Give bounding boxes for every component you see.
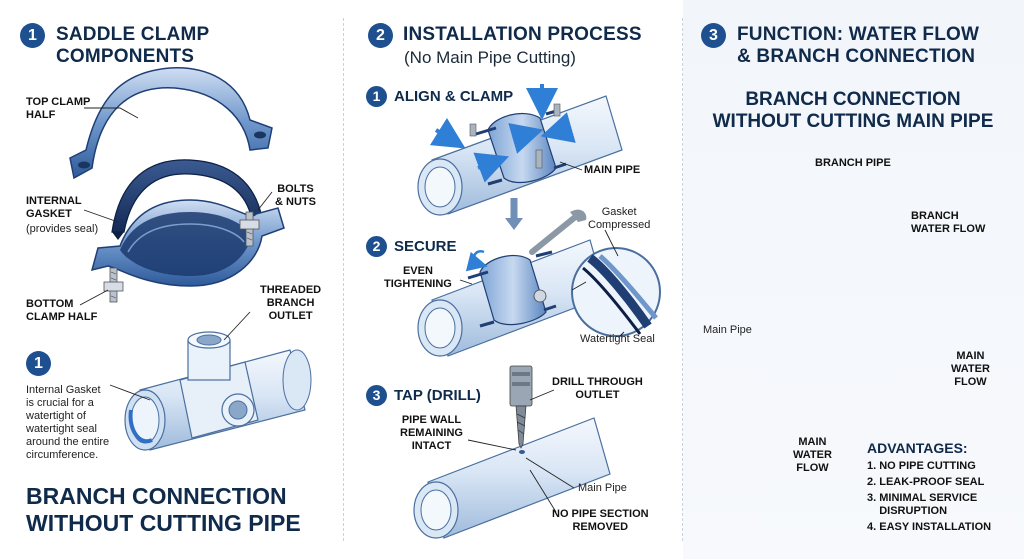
advantage-item: 2. LEAK-PROOF SEAL — [867, 476, 985, 488]
divider — [682, 18, 683, 541]
step2-pipe-shape — [417, 209, 661, 357]
step-number-badge: 2 — [366, 236, 387, 257]
label-bolts-nuts: BOLTS & NUTS — [275, 183, 316, 208]
label-pipe-wall: PIPE WALL REMAINING INTACT — [400, 414, 463, 452]
advantages-heading: ADVANTAGES: — [867, 440, 968, 456]
gasket-note-text: Internal Gasket is crucial for a waterti… — [26, 384, 110, 461]
label-main-pipe: Main Pipe — [703, 324, 752, 336]
section-title: SADDLE CLAMP COMPONENTS — [56, 24, 209, 67]
label-main-pipe-step3: Main Pipe — [578, 482, 627, 494]
note-number-badge: 1 — [26, 351, 51, 376]
step-label-align: ALIGN & CLAMP — [394, 88, 514, 105]
label-watertight-seal: Watertight Seal — [580, 333, 655, 345]
step-number-badge: 1 — [366, 86, 387, 107]
bolts-shape — [103, 211, 260, 303]
bottom-clamp-half-shape — [90, 199, 285, 287]
label-gasket-note: (provides seal) — [26, 223, 99, 235]
step-number-badge: 3 — [366, 385, 387, 406]
top-clamp-half-shape — [69, 67, 273, 180]
label-top-clamp: TOP CLAMP HALF — [26, 96, 91, 121]
panel1-leader-lines — [79, 107, 273, 401]
panel3-headline: BRANCH CONNECTION WITHOUT CUTTING MAIN P… — [712, 89, 994, 132]
section-number-badge: 3 — [701, 23, 726, 48]
panel-installation: 2 INSTALLATION PROCESS (No Main Pipe Cut… — [344, 0, 682, 559]
label-internal-gasket: INTERNAL GASKET — [26, 195, 82, 220]
section-subtitle: (No Main Pipe Cutting) — [404, 48, 576, 67]
step-label-tap: TAP (DRILL) — [394, 387, 481, 404]
panel-function: 3 FUNCTION: WATER FLOW & BRANCH CONNECTI… — [683, 0, 1024, 559]
label-bottom-clamp: BOTTOM CLAMP HALF — [26, 298, 98, 323]
panel1-headline: BRANCH CONNECTION WITHOUT CUTTING PIPE — [26, 483, 301, 536]
label-even-tightening: EVEN TIGHTENING — [384, 265, 452, 290]
step3-pipe-shape — [413, 417, 611, 539]
outlet-saddle-shape — [124, 331, 312, 451]
label-main-water-flow-right: MAIN WATER FLOW — [951, 350, 990, 388]
label-no-section-removed: NO PIPE SECTION REMOVED — [552, 508, 649, 533]
section-number-badge: 1 — [20, 23, 45, 48]
step-label-secure: SECURE — [394, 238, 457, 255]
label-main-water-flow-left: MAIN WATER FLOW — [793, 436, 832, 474]
panel2-leader-lines — [459, 161, 625, 513]
label-gasket-compressed: Gasket Compressed — [588, 206, 651, 231]
advantage-item: 3. MINIMAL SERVICE DISRUPTION — [867, 492, 978, 517]
panel-components: 1 SADDLE CLAMP COMPONENTS TOP CLAMP HALF… — [0, 0, 342, 559]
section-number-badge: 2 — [368, 23, 393, 48]
section-title: FUNCTION: WATER FLOW & BRANCH CONNECTION — [737, 24, 980, 67]
step1-flow-arrows — [429, 84, 576, 230]
label-drill-through: DRILL THROUGH OUTLET — [552, 376, 643, 401]
label-main-pipe: MAIN PIPE — [584, 164, 641, 176]
label-branch-pipe: BRANCH PIPE — [815, 157, 891, 169]
drill-bit-icon — [509, 365, 533, 449]
label-threaded-outlet: THREADED BRANCH OUTLET — [260, 284, 322, 322]
divider — [343, 18, 344, 541]
label-branch-water-flow: BRANCH WATER FLOW — [911, 210, 986, 235]
section-title: INSTALLATION PROCESS — [403, 24, 642, 45]
advantage-item: 4. EASY INSTALLATION — [867, 521, 992, 533]
advantage-item: 1. NO PIPE CUTTING — [867, 460, 976, 472]
